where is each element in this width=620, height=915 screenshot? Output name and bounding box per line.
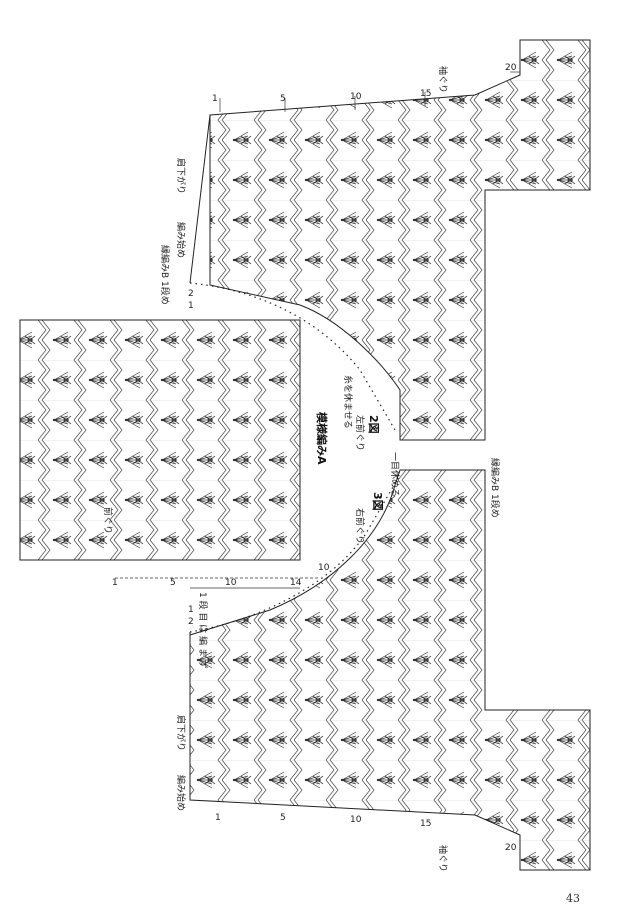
right-front-panel <box>189 469 591 871</box>
row-num-1: 1 <box>212 94 218 104</box>
row-num-10c: 10 <box>225 578 237 588</box>
right-front-label: 右前ぐり <box>354 508 366 544</box>
left-front-panel <box>209 39 591 441</box>
row-num-10e: 10 <box>350 815 362 825</box>
row-num-15e: 15 <box>420 819 431 829</box>
start-label-bottom: 編み始め <box>175 775 187 811</box>
row-num-1c: 1 <box>112 578 118 588</box>
sleeve-label-top: 袖ぐり <box>437 66 449 93</box>
start-center-label: 一目休める <box>389 452 401 497</box>
back-panel <box>19 319 301 561</box>
fig2-label: 2図 <box>367 415 381 434</box>
row-num-1e: 1 <box>215 813 221 823</box>
row-num-20e: 20 <box>505 843 517 853</box>
row-num-5: 5 <box>280 94 286 104</box>
row-num-10: 10 <box>350 92 362 102</box>
sleeve-label-bottom: 袖ぐり <box>437 845 449 872</box>
row-num-15: 15 <box>420 89 431 99</box>
row-num-5c: 5 <box>170 578 176 588</box>
row-num-1b: 1 <box>188 301 194 311</box>
row-markers <box>115 71 520 589</box>
shoulder-label-bottom: 肩下がり <box>175 715 187 751</box>
shoulder-label-top: 肩下がり <box>175 158 187 194</box>
edging-b-top: 縁編みB 1段め <box>159 245 171 305</box>
pattern-name: 模様編みA <box>315 412 329 465</box>
row-num-5e: 5 <box>280 813 286 823</box>
page-number: 43 <box>566 892 580 905</box>
row-num-14: 14 <box>290 578 302 588</box>
row-num-10d: 10 <box>318 563 330 573</box>
row-num-20: 20 <box>505 63 517 73</box>
start-label-top: 編み始め <box>175 222 187 258</box>
row-num-2: 2 <box>188 289 194 299</box>
left-front-label: 左前ぐり <box>354 415 366 451</box>
add-stitch-label: 糸を休ませる <box>342 375 354 429</box>
center-sub-label: 1 段 目 は 編 ま ず <box>197 592 209 669</box>
neckline-dots <box>189 114 401 800</box>
row-num-2d: 2 <box>188 617 194 627</box>
fig3-label: 3図 <box>371 492 385 511</box>
edging-b-right: 縁編みB 1段め <box>489 458 501 518</box>
back-label: 前ぐり <box>102 507 114 534</box>
row-num-1d: 1 <box>188 605 194 615</box>
